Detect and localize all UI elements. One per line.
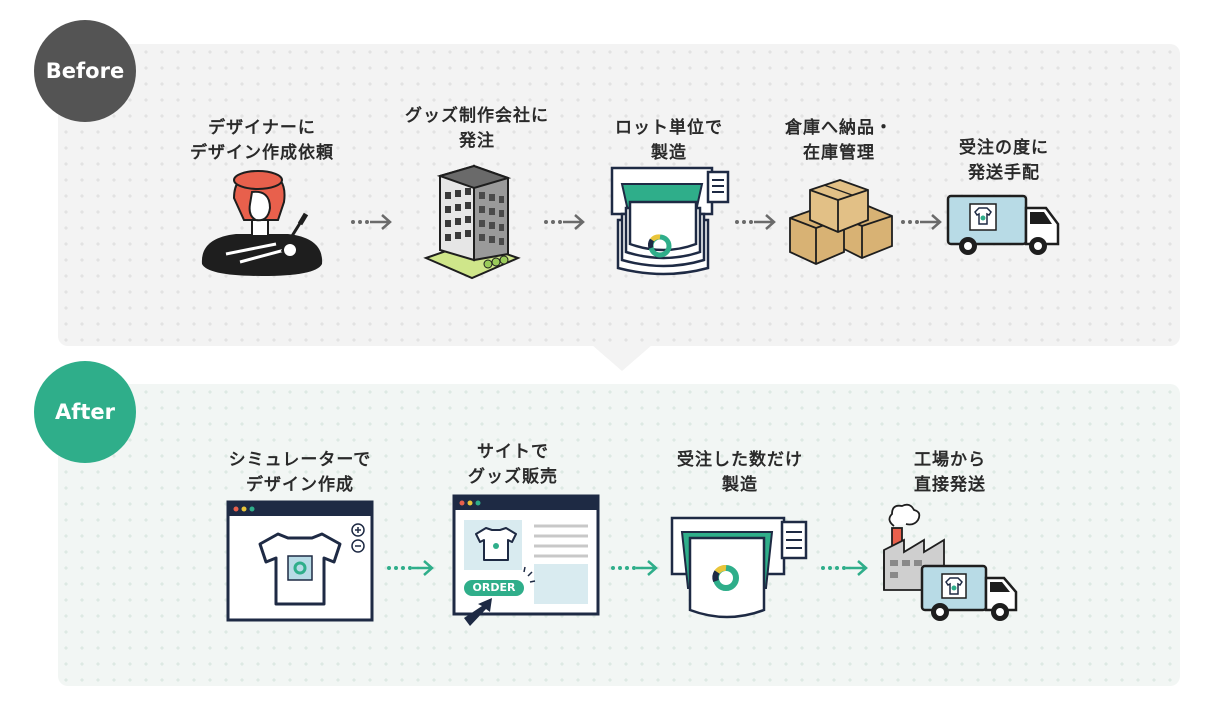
after-step-1-label: シミュレーターでデザイン作成 — [228, 450, 372, 495]
lot-printer-icon — [610, 166, 730, 276]
before-step-2-label: グッズ制作会社に発注 — [405, 106, 549, 151]
before-arrow-3 — [735, 214, 776, 230]
on-demand-printer-icon — [670, 516, 808, 619]
shop-window-frame-icon — [452, 494, 600, 626]
before-step-5-label: 受注の度に発送手配 — [959, 138, 1049, 183]
after-step-3-label: 受注した数だけ製造 — [677, 450, 803, 495]
designer-icon — [201, 170, 323, 276]
before-panel-notch — [592, 345, 652, 371]
before-arrow-2 — [544, 214, 585, 230]
after-arrow-1 — [387, 560, 434, 576]
building-icon — [423, 164, 521, 280]
simulator-window-icon — [226, 500, 374, 622]
after-arrow-3 — [821, 560, 868, 576]
shop-site-window: ORDER — [452, 494, 602, 630]
before-arrow-4 — [901, 214, 942, 230]
before-arrow-1 — [351, 214, 392, 230]
after-step-2-label: サイトでグッズ販売 — [468, 442, 558, 487]
before-badge: Before — [34, 20, 136, 122]
cardboard-boxes-icon — [789, 179, 893, 265]
after-step-4-label: 工場から直接発送 — [914, 450, 986, 495]
before-step-4-label: 倉庫へ納品・在庫管理 — [785, 118, 893, 163]
after-arrow-2 — [611, 560, 658, 576]
order-button[interactable]: ORDER — [464, 580, 524, 596]
delivery-truck-icon — [946, 194, 1060, 255]
factory-truck-icon — [883, 503, 1018, 621]
before-step-1-label: デザイナーにデザイン作成依頼 — [190, 118, 334, 163]
after-badge: After — [34, 361, 136, 463]
before-step-3-label: ロット単位で製造 — [615, 118, 723, 163]
